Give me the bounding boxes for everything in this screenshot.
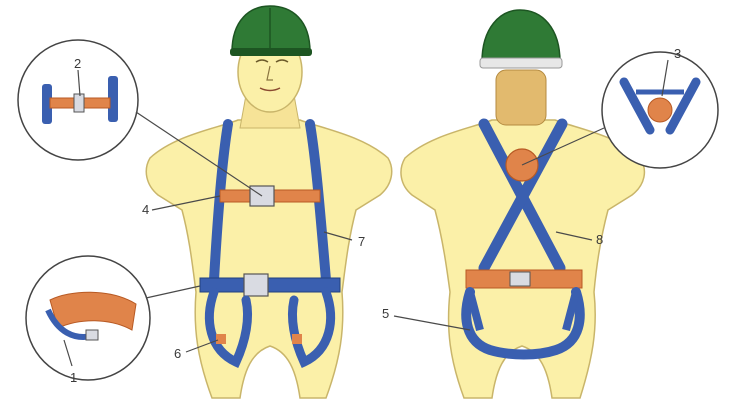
callout-4: 4 (142, 202, 149, 217)
callout-1: 1 (70, 370, 77, 385)
callout-6: 6 (174, 346, 181, 361)
front-figure (146, 6, 391, 398)
front-leg-buckle-left (216, 334, 226, 344)
detail-circle-dorsal (602, 52, 718, 168)
callout-3: 3 (674, 46, 681, 61)
detail-circle-belt-pad (26, 256, 150, 380)
front-waist-pad (200, 278, 340, 292)
callout-5: 5 (382, 306, 389, 321)
back-waist-buckle (510, 272, 530, 286)
front-waist-buckle (244, 274, 268, 296)
back-helmet-icon (482, 10, 560, 62)
callout-8: 8 (596, 232, 603, 247)
back-neck (496, 70, 546, 125)
back-helmet-band (480, 58, 562, 68)
front-helmet-icon (232, 6, 310, 52)
back-figure (401, 10, 644, 398)
front-torso (146, 120, 391, 398)
front-leg-buckle-right (292, 334, 302, 344)
leader-1-to-belt (146, 286, 200, 298)
callout-7: 7 (358, 234, 365, 249)
callout-2: 2 (74, 56, 81, 71)
front-helmet-brim (230, 48, 312, 56)
